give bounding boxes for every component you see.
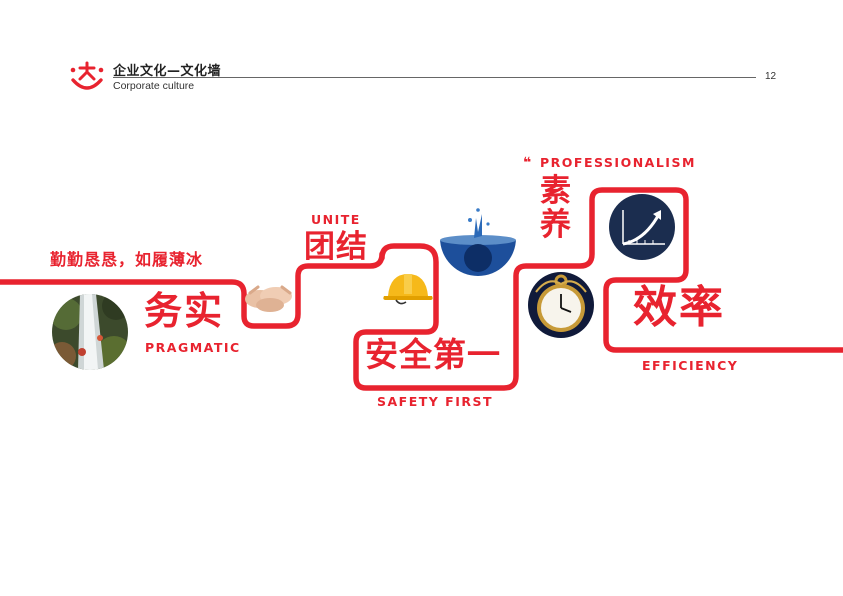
header-divider: [113, 77, 756, 78]
header-title: 企业文化—文化墙: [113, 64, 222, 79]
pragmatic-en-label: PRAGMATIC: [145, 340, 241, 355]
unite-cn-label: 团结: [304, 229, 368, 265]
header-subtitle: Corporate culture: [113, 80, 195, 92]
water-drop-icon: [440, 200, 516, 276]
company-logo-icon: [70, 61, 104, 90]
professionalism-cn-text: 素养: [540, 173, 571, 243]
efficiency-cn-label: 效率: [633, 282, 725, 333]
pocket-watch-icon: [528, 272, 594, 338]
growth-chart-icon: [609, 194, 675, 260]
professionalism-en-label: PROFESSIONALISM: [540, 155, 696, 170]
safety-en-label: SAFETY FIRST: [377, 394, 494, 409]
safety-cn-label: 安全第一: [365, 335, 501, 374]
unite-en-label: UNITE: [311, 212, 361, 227]
pragmatic-cn-label: 务实: [144, 289, 225, 333]
waterfall-photo-icon: [52, 294, 128, 370]
hard-hat-icon: [383, 274, 433, 305]
joined-hands-icon: [245, 285, 292, 312]
slogan-text: 勤勤恳恳，如履薄冰: [50, 250, 204, 269]
professionalism-cn-label: 素养: [540, 174, 574, 242]
page-number: 12: [765, 71, 777, 82]
efficiency-en-label: EFFICIENCY: [642, 358, 739, 373]
quote-mark-icon: ❝: [523, 155, 532, 171]
